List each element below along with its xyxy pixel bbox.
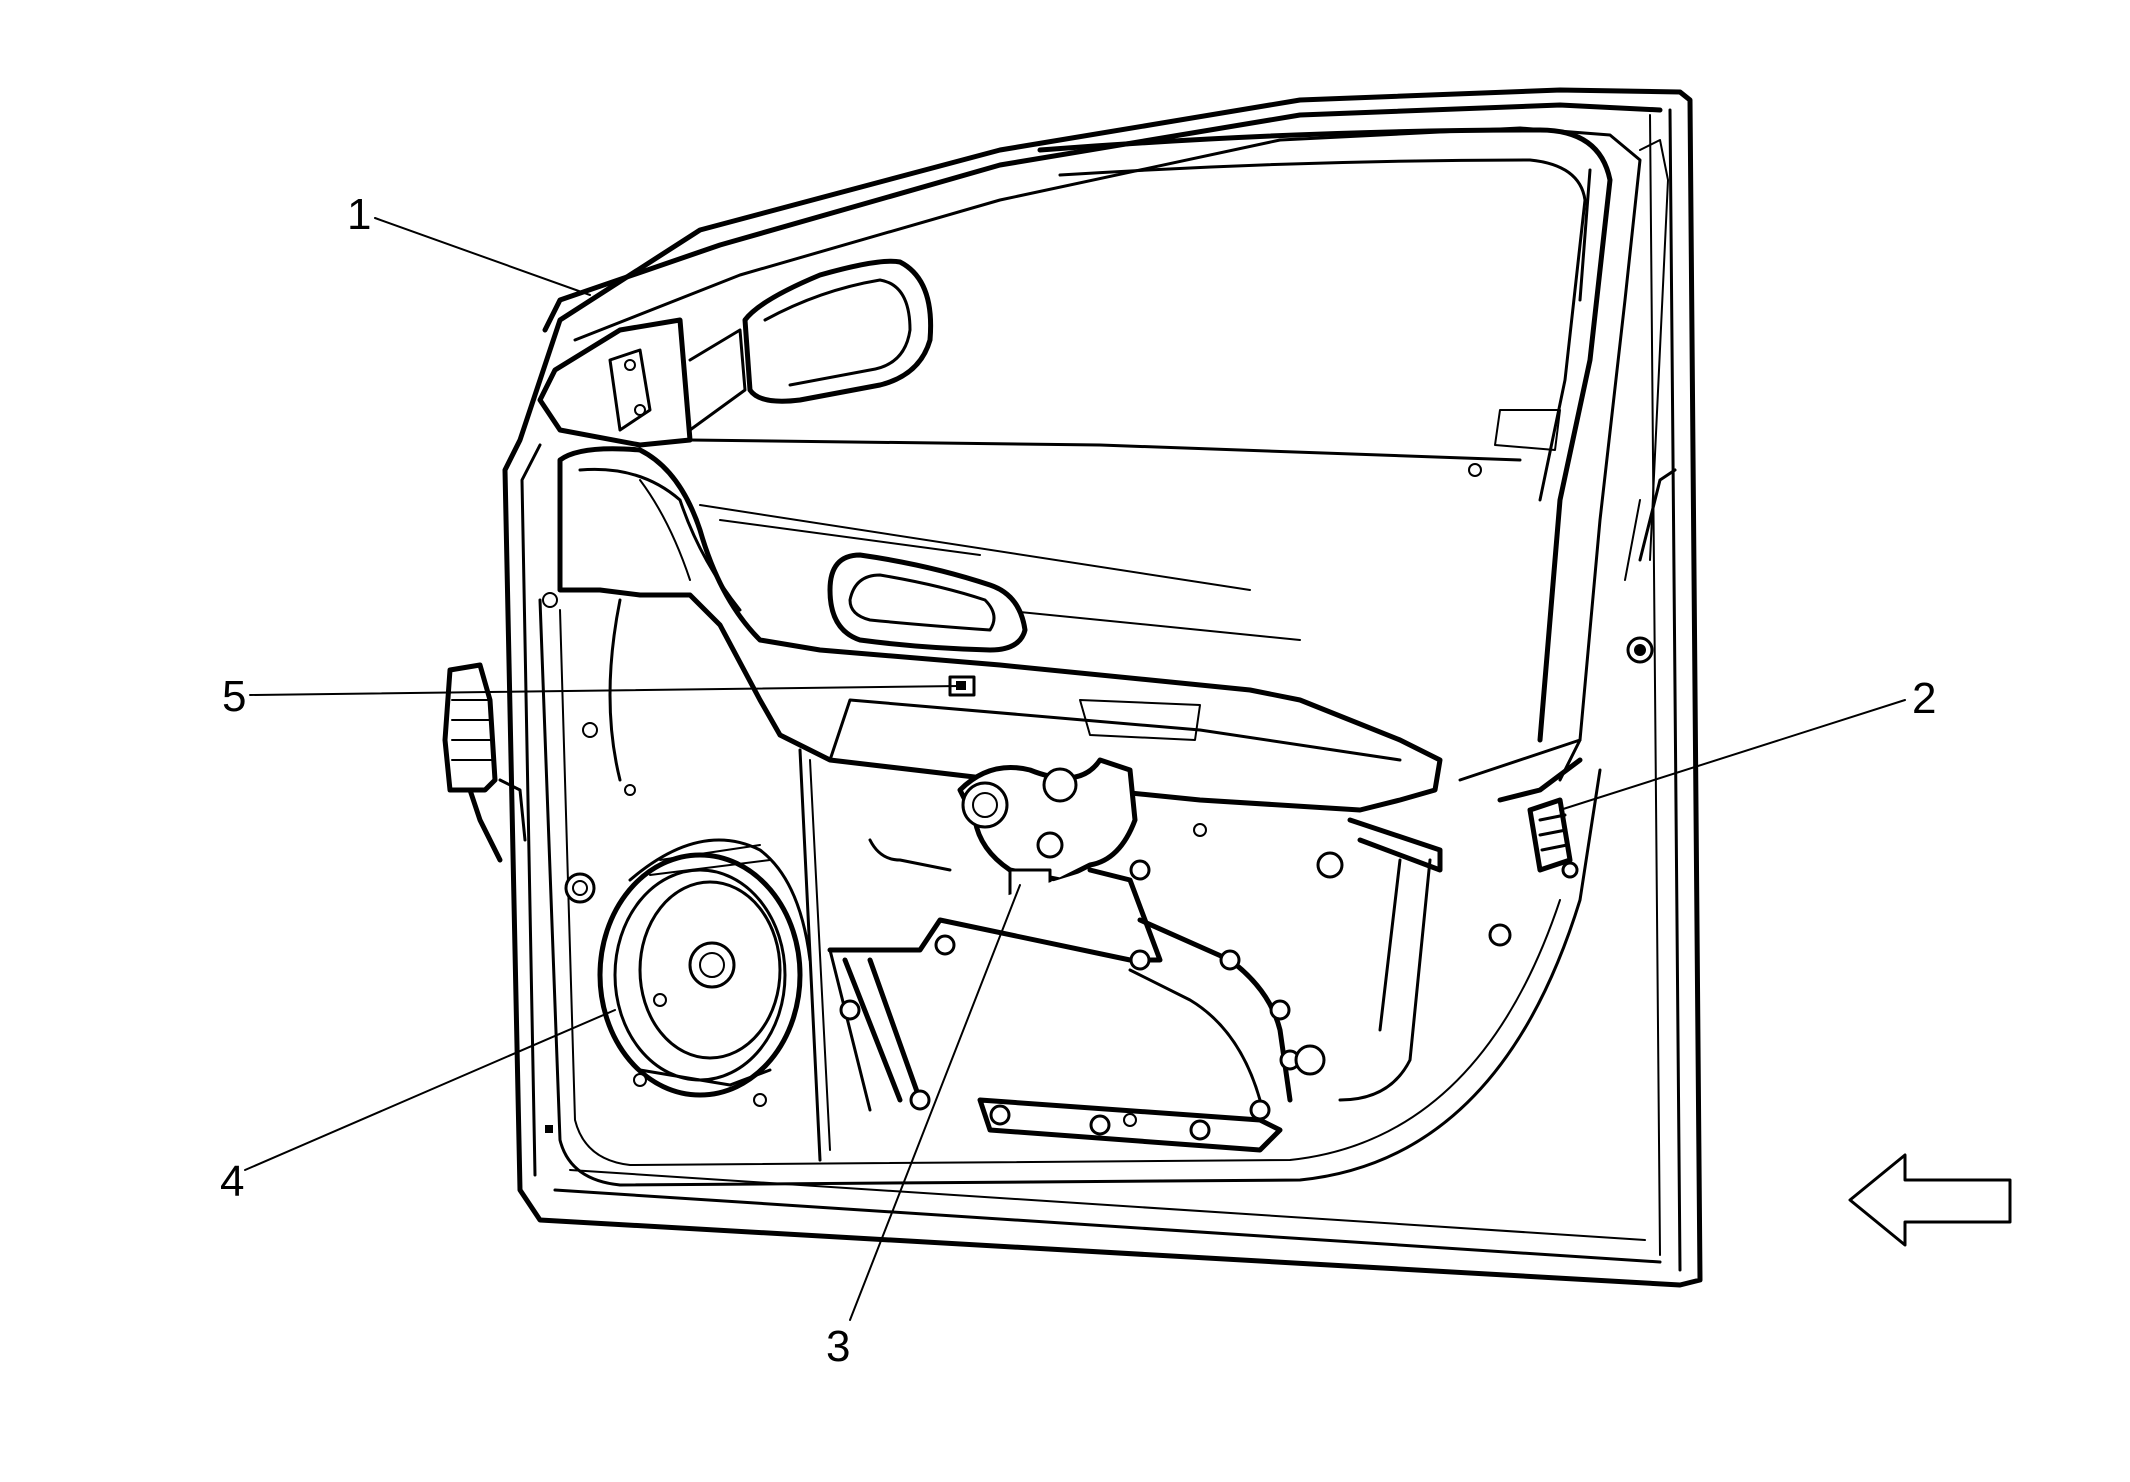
trim-panel	[557, 446, 1443, 813]
belt-line	[688, 409, 1561, 477]
leader-lines	[244, 217, 1906, 1321]
window-regulator	[827, 757, 1301, 1153]
callout-3: 3	[826, 1322, 851, 1371]
arrow-left-icon	[1848, 1153, 2012, 1247]
door-latch	[1294, 636, 1654, 1102]
wiring-harness	[442, 662, 527, 863]
leader-5	[249, 685, 961, 696]
leader-1	[374, 217, 591, 296]
leader-4	[244, 1009, 616, 1171]
leader-3	[849, 884, 1021, 1321]
callout-5: 5	[222, 672, 247, 721]
speaker	[564, 838, 812, 1098]
outside-mirror	[537, 258, 934, 448]
callout-4: 4	[220, 1157, 245, 1206]
window-frame	[542, 102, 1669, 782]
callout-2: 2	[1912, 674, 1937, 723]
leader-2	[1559, 699, 1906, 811]
fasteners	[542, 592, 1207, 1133]
callout-1: 1	[347, 190, 372, 239]
